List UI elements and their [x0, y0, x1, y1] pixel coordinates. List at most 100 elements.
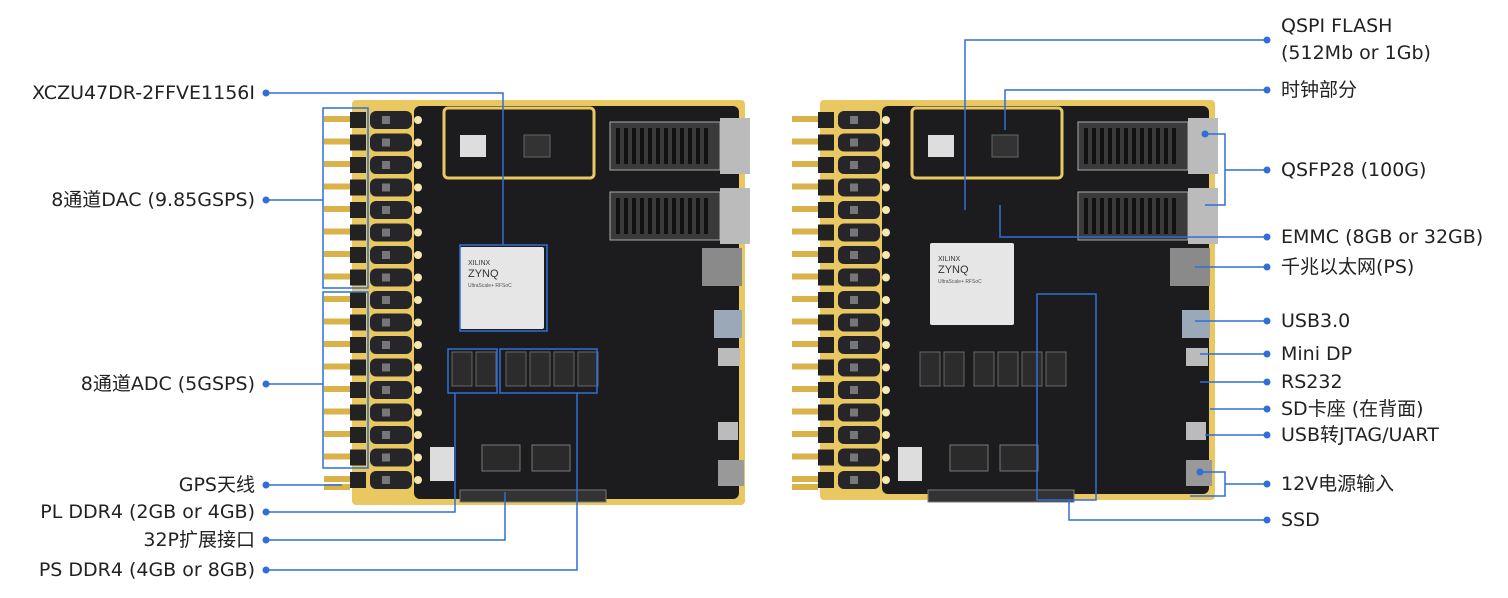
rf-pad	[370, 291, 412, 309]
mount-hole	[882, 476, 890, 484]
rf-pad	[838, 426, 880, 444]
label-qspi-flash: QSPI FLASH	[1281, 15, 1393, 37]
leader-dot	[262, 508, 270, 516]
label-pl-ddr: PL DDR4 (2GB or 4GB)	[40, 501, 255, 523]
sma-connector-icon	[324, 273, 350, 280]
mount-hole	[882, 273, 890, 282]
qsfp-fin	[1100, 198, 1104, 234]
qsfp-fin	[1172, 128, 1176, 164]
qsfp-fin	[1124, 128, 1128, 164]
sma-base	[350, 427, 366, 443]
sma-connector-icon	[792, 453, 818, 460]
qsfp-fin	[1116, 198, 1120, 234]
rf-pad	[370, 156, 412, 174]
ddr4-chip	[475, 351, 497, 387]
qsfp-fin	[672, 128, 676, 164]
qsfp-fin	[672, 198, 676, 234]
qsfp-fin	[1132, 198, 1136, 234]
qsfp-fin	[1164, 128, 1168, 164]
label-emmc: EMMC (8GB or 32GB)	[1281, 226, 1484, 248]
minidp-port	[718, 348, 740, 366]
rf-pad	[838, 358, 880, 377]
sma-connector-icon	[324, 116, 350, 122]
sma-connector-icon	[792, 138, 818, 145]
sma-base	[350, 224, 366, 241]
sma-connector-icon	[324, 161, 350, 167]
rf-pad	[370, 246, 412, 264]
sma-base	[818, 472, 834, 488]
mount-hole	[414, 363, 422, 372]
qsfp-port	[1188, 188, 1218, 244]
sma-connector-icon	[324, 363, 350, 370]
sma-base	[818, 449, 834, 466]
sma-base	[350, 382, 366, 398]
qsfp-fin	[1116, 128, 1120, 164]
sma-base	[818, 269, 834, 286]
qsfp-fin	[1100, 128, 1104, 164]
rf-balun	[382, 453, 390, 462]
sma-connector-icon	[324, 138, 350, 145]
leader-dot	[1263, 36, 1271, 44]
usb-c-port	[718, 422, 738, 440]
oscillator	[460, 135, 486, 157]
clock-chip	[991, 134, 1019, 158]
rf-pad	[838, 156, 880, 174]
qsfp-fin	[1140, 198, 1144, 234]
qsfp-fin	[688, 198, 692, 234]
sma-connector-icon	[324, 206, 350, 212]
ddr4-chip	[451, 351, 473, 387]
sma-connector-icon	[792, 251, 818, 257]
leader-dot	[1263, 516, 1271, 524]
rf-balun	[850, 363, 858, 372]
rf-balun	[382, 341, 390, 349]
power-module	[949, 444, 989, 472]
rf-balun	[850, 408, 858, 417]
sma-base	[350, 404, 366, 421]
qsfp-fin	[1108, 128, 1112, 164]
sma-connector-icon	[792, 386, 818, 392]
highlight-box	[1036, 293, 1097, 501]
leader-line	[964, 39, 1267, 210]
sma-connector-icon	[324, 183, 350, 190]
mount-hole	[414, 251, 422, 259]
qsfp-fin	[1132, 128, 1136, 164]
label-mini-dp: Mini DP	[1281, 343, 1353, 365]
leader-dot	[1263, 480, 1271, 488]
leader-dot	[262, 536, 270, 544]
leader-dot	[1263, 405, 1271, 413]
rf-balun	[850, 296, 858, 304]
rf-balun	[382, 251, 390, 259]
qsfp-port	[720, 188, 750, 244]
mount-hole	[414, 116, 422, 124]
sma-connector-icon	[324, 453, 350, 460]
mount-hole	[414, 476, 422, 484]
sma-base	[818, 292, 834, 308]
mount-hole	[882, 138, 890, 147]
mount-hole	[882, 251, 890, 259]
rf-balun	[382, 318, 390, 327]
sma-connector-icon	[792, 296, 818, 302]
leader-dot	[262, 89, 270, 97]
rf-balun	[850, 116, 858, 124]
qsfp-fin	[664, 128, 668, 164]
rf-pad	[838, 111, 880, 129]
highlight-box	[322, 107, 369, 289]
mount-hole	[414, 138, 422, 147]
qsfp-fin	[1140, 128, 1144, 164]
sma-base	[350, 112, 366, 128]
qsfp-fin	[696, 128, 700, 164]
qsfp-fin	[1084, 128, 1088, 164]
sma-base	[818, 359, 834, 376]
rf-balun	[850, 318, 858, 327]
rf-pad	[838, 291, 880, 309]
rf-balun	[382, 161, 390, 169]
qsfp-fin	[1148, 128, 1152, 164]
label-usb3: USB3.0	[1281, 310, 1351, 332]
highlight-box	[447, 348, 498, 394]
label-dac: 8通道DAC (9.85GSPS)	[51, 189, 255, 211]
label-ssd: SSD	[1281, 509, 1320, 531]
rf-balun	[382, 476, 390, 484]
rf-pad	[838, 246, 880, 264]
ddr4-chip	[997, 351, 1019, 387]
